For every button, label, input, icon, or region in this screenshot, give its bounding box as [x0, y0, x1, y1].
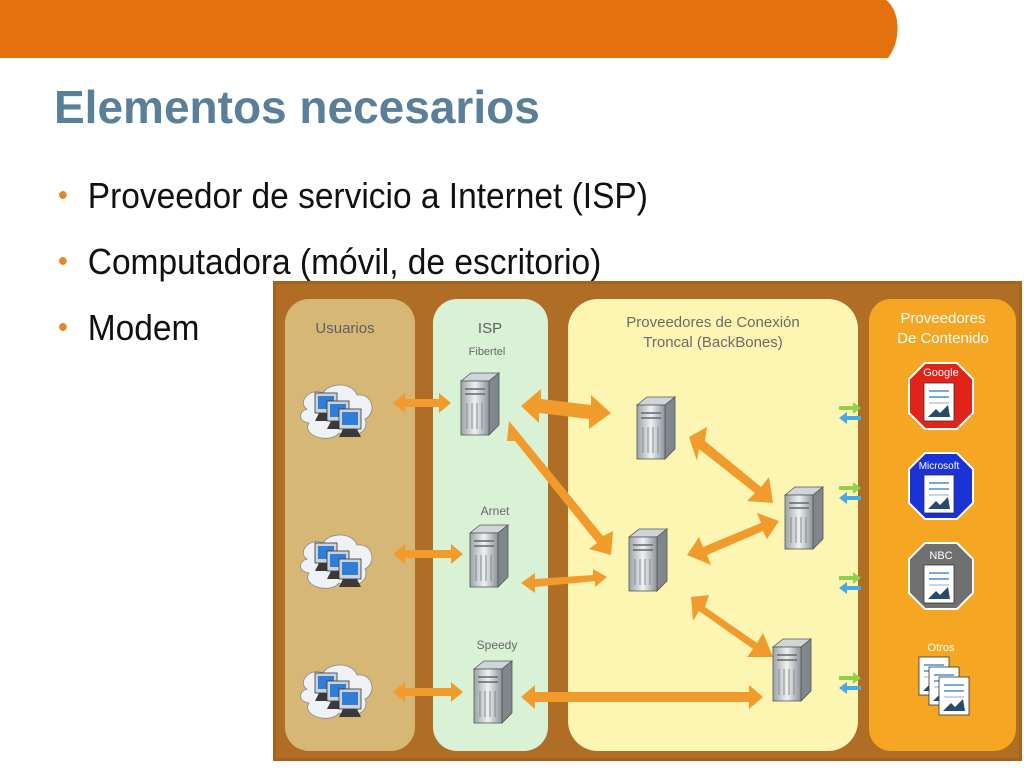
isp-label: ISP — [478, 320, 502, 337]
server-icon — [628, 528, 668, 592]
provider-google: Google — [908, 362, 974, 430]
document-icon — [923, 564, 955, 604]
provider-google-label: Google — [923, 367, 958, 379]
server-icon — [460, 372, 500, 436]
document-icon — [938, 676, 970, 716]
backbone-label-line2: Troncal (BackBones) — [643, 334, 783, 351]
provider-microsoft-label: Microsoft — [919, 461, 960, 472]
bullet-icon: • — [58, 311, 68, 344]
server-icon — [772, 638, 812, 702]
backbone-label-line1: Proveedores de Conexión — [626, 314, 799, 331]
server-icon — [784, 486, 824, 550]
content-panel — [869, 299, 1016, 751]
header-bar — [0, 0, 898, 58]
provider-nbc-label: NBC — [929, 550, 952, 562]
isp-name-fibertel: Fibertel — [469, 346, 506, 358]
slide-title: Elementos necesarios — [54, 81, 540, 133]
server-icon — [636, 396, 676, 460]
users-label: Usuarios — [315, 320, 374, 337]
bullet-item: •Computadora (móvil, de escritorio) — [58, 238, 648, 304]
document-icon — [923, 474, 955, 514]
server-icon — [469, 524, 509, 588]
document-icon — [923, 382, 955, 422]
bullet-list: •Proveedor de servicio a Internet (ISP) … — [58, 172, 692, 370]
bullet-icon: • — [58, 179, 68, 212]
bullet-icon: • — [58, 245, 68, 278]
isp-name-speedy: Speedy — [477, 638, 518, 652]
provider-nbc: NBC — [908, 542, 974, 610]
content-label-line2: De Contenido — [897, 330, 989, 347]
content-label-line1: Proveedores — [900, 310, 985, 327]
provider-microsoft: Microsoft — [908, 452, 974, 520]
server-icon — [473, 660, 513, 724]
connection-arrows — [393, 389, 779, 709]
provider-otros: Otros — [918, 642, 970, 716]
bullet-item: •Proveedor de servicio a Internet (ISP) — [58, 172, 648, 238]
isp-name-arnet: Arnet — [481, 504, 510, 518]
network-diagram: Usuarios ISP Proveedores de Conexión Tro… — [273, 281, 1022, 761]
bullet-item: •Modem — [58, 304, 648, 370]
provider-otros-label: Otros — [928, 642, 955, 654]
